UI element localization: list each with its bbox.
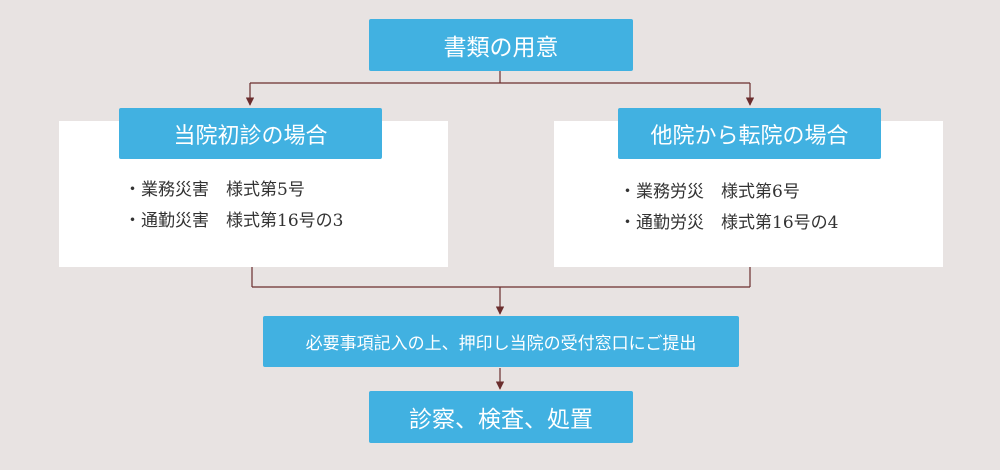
transfer-box: 他院から転院の場合	[618, 108, 881, 159]
submit-label: 必要事項記入の上、押印し当院の受付窓口にご提出	[305, 334, 697, 354]
list-item: ・業務災害 様式第5号	[124, 180, 305, 200]
list-item: ・通勤災害 様式第16号の3	[124, 211, 344, 231]
treatment-label: 診察、検査、処置	[409, 407, 593, 433]
prepare-documents-box: 書類の用意	[369, 19, 633, 71]
first-visit-label: 当院初診の場合	[173, 123, 328, 149]
prepare-documents-label: 書類の用意	[443, 35, 559, 61]
treatment-box: 診察、検査、処置	[369, 391, 633, 443]
list-item: ・通勤労災 様式第16号の4	[619, 213, 839, 233]
list-item: ・業務労災 様式第6号	[619, 182, 800, 202]
first-visit-forms-list: ・業務災害 様式第5号 ・通勤災害 様式第16号の3	[124, 175, 343, 237]
transfer-forms-list: ・業務労災 様式第6号 ・通勤労災 様式第16号の4	[619, 177, 838, 239]
submit-box: 必要事項記入の上、押印し当院の受付窓口にご提出	[263, 316, 739, 367]
first-visit-box: 当院初診の場合	[119, 108, 382, 159]
transfer-label: 他院から転院の場合	[650, 123, 849, 149]
